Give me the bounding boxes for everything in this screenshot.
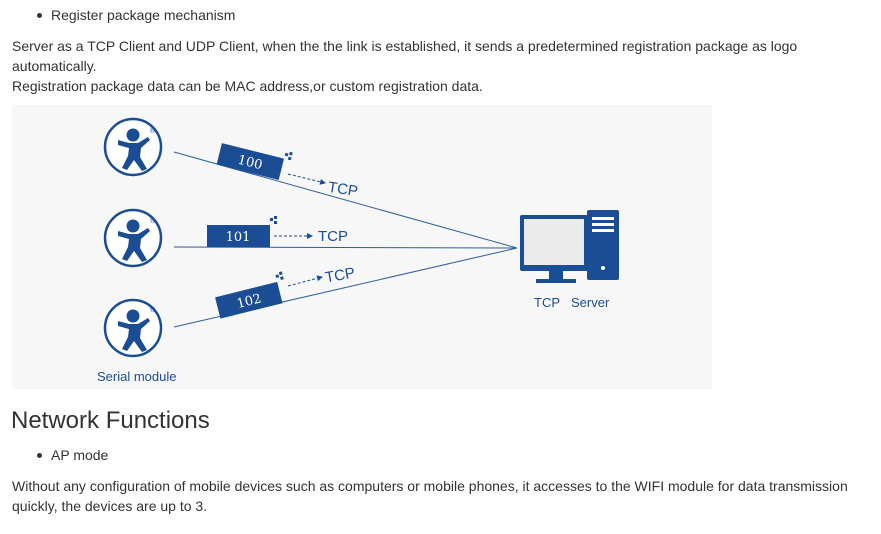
wifi-dots-icon [270, 216, 277, 224]
protocol-label: TCP [318, 228, 348, 245]
registration-diagram: ® ® ® Serial module 100 TCP [12, 105, 712, 389]
connection-line [173, 246, 518, 249]
intro-paragraph-line: automatically. [12, 58, 97, 74]
wifi-dots-icon [284, 151, 293, 161]
section-heading: Network Functions [11, 407, 210, 434]
network-paragraph-line: Without any configuration of mobile devi… [12, 478, 848, 494]
server-computer-icon [520, 210, 619, 283]
client-icon: ® [103, 298, 163, 358]
list-item: AP mode [34, 446, 108, 464]
packet-102: 102 [215, 271, 284, 319]
registered-mark: ® [150, 127, 156, 135]
intro-paragraph-line: Registration package data can be MAC add… [12, 78, 483, 94]
client-label: Serial module [97, 369, 177, 384]
network-bullet-list: AP mode [34, 446, 108, 464]
intro-bullet-list: Register package mechanism [34, 6, 235, 24]
list-item: Register package mechanism [34, 6, 235, 24]
packet-100: 100 [216, 143, 293, 180]
protocol-label: TCP [327, 179, 359, 200]
packet-id: 100 [236, 153, 264, 174]
packet-101: 101 [207, 216, 277, 247]
registered-mark: ® [150, 306, 156, 314]
network-paragraph-line: quickly, the devices are up to 3. [12, 498, 208, 514]
server-label-tcp: TCP [534, 295, 560, 310]
network-paragraph: Without any configuration of mobile devi… [12, 476, 848, 516]
intro-paragraph: Server as a TCP Client and UDP Client, w… [12, 36, 797, 96]
intro-paragraph-line: Server as a TCP Client and UDP Client, w… [12, 38, 798, 54]
registered-mark: ® [150, 217, 156, 225]
wifi-dots-icon [275, 271, 284, 280]
packet-id: 101 [226, 230, 251, 245]
registration-diagram-svg: ® ® ® Serial module 100 TCP [97, 117, 619, 384]
packet-arrow [287, 173, 326, 185]
client-icon: ® [103, 208, 163, 268]
packet-arrow [287, 275, 323, 287]
client-icon: ® [103, 117, 163, 177]
server-label-server: Server [571, 295, 610, 310]
packet-id: 102 [235, 291, 263, 312]
protocol-label: TCP [324, 265, 356, 287]
